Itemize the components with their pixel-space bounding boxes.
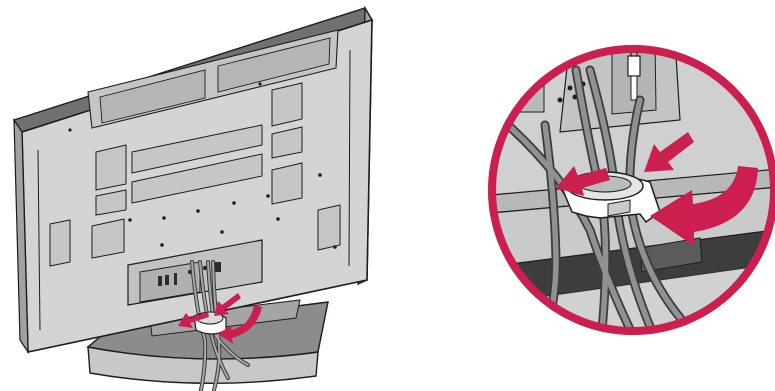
tv-back-panel bbox=[14, 8, 372, 352]
cable-holder-detail-zoom bbox=[480, 40, 775, 350]
tv-rear-overview bbox=[14, 8, 372, 390]
